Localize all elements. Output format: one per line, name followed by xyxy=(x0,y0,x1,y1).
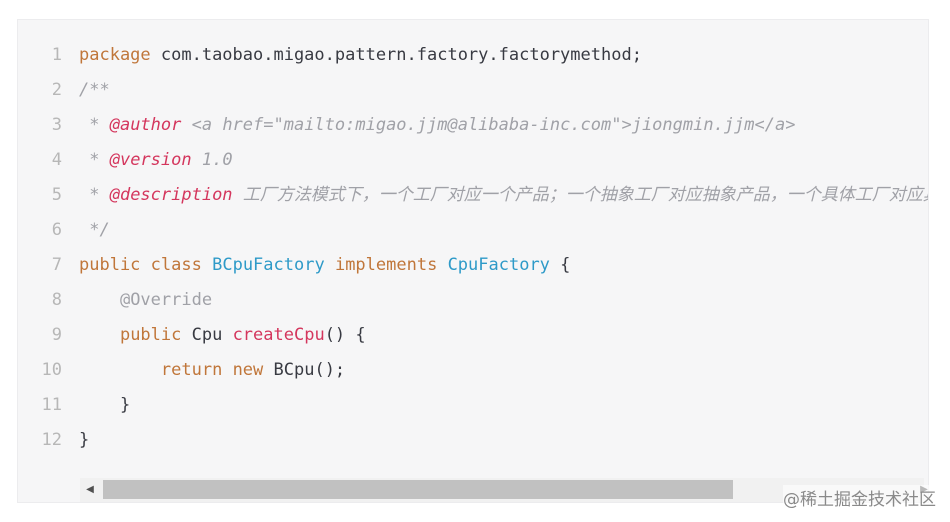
code-text: * @version 1.0 xyxy=(79,143,233,178)
code-token xyxy=(222,360,232,380)
code-line: 7 public class BCpuFactory implements Cpu… xyxy=(18,248,928,283)
scrollbar-thumb[interactable] xyxy=(103,480,733,499)
code-token: @version xyxy=(109,150,192,170)
code-token xyxy=(140,255,150,275)
code-token: return xyxy=(160,360,223,380)
code-token: BCpu(); xyxy=(263,360,346,380)
line-number: 4 xyxy=(51,150,62,170)
line-number: 5 xyxy=(51,185,62,205)
code-text: /** xyxy=(79,73,110,108)
code-token: class xyxy=(150,255,202,275)
line-number: 3 xyxy=(51,115,62,135)
line-number: 7 xyxy=(51,255,62,275)
code-text: * @author <a href="mailto:migao.jjm@alib… xyxy=(79,108,795,143)
code-token: */ xyxy=(79,220,110,240)
code-token: * xyxy=(79,115,110,135)
scroll-left-arrow-icon[interactable]: ◀ xyxy=(86,484,94,495)
line-number: 10 xyxy=(41,360,62,380)
code-token: com.taobao.migao.pattern.factory.factory… xyxy=(150,45,642,65)
code-line: 1 package com.taobao.migao.pattern.factor… xyxy=(18,38,928,73)
line-number: 6 xyxy=(51,220,62,240)
code-text: @Override xyxy=(79,283,212,318)
code-line: 10 return new BCpu(); xyxy=(18,353,928,388)
code-token: <a href="mailto:migao.jjm@alibaba-inc.co… xyxy=(181,115,796,135)
code-token xyxy=(202,255,212,275)
code-token: @author xyxy=(109,115,182,135)
code-line: 6 */ xyxy=(18,213,928,248)
code-token: { xyxy=(549,255,571,275)
code-token: public xyxy=(119,325,182,345)
line-number: 1 xyxy=(51,45,62,65)
code-block: 1 package com.taobao.migao.pattern.factor… xyxy=(17,19,929,503)
code-line: 4 * @version 1.0 xyxy=(18,143,928,178)
code-text: public class BCpuFactory implements CpuF… xyxy=(79,248,570,283)
code-token: /** xyxy=(79,80,110,100)
code-token: } xyxy=(79,395,131,415)
code-token xyxy=(325,255,335,275)
watermark: @稀土掘金技术社区 xyxy=(783,485,936,510)
line-number: 9 xyxy=(51,325,62,345)
code-text: public Cpu createCpu() { xyxy=(79,318,366,353)
code-line: 8 @Override xyxy=(18,283,928,318)
code-token: Cpu xyxy=(181,325,233,345)
code-token: createCpu xyxy=(232,325,325,345)
code-token: @description xyxy=(109,185,233,205)
line-number: 12 xyxy=(41,430,62,450)
code-line: 9 public Cpu createCpu() { xyxy=(18,318,928,353)
code-token: } xyxy=(79,430,90,450)
code-line: 12} xyxy=(18,423,928,458)
code-line: 2 /** xyxy=(18,73,928,108)
code-token: public xyxy=(79,255,141,275)
code-token: BCpuFactory xyxy=(212,255,325,275)
code-token: 1.0 xyxy=(191,150,233,170)
code-token xyxy=(437,255,447,275)
code-token: * xyxy=(79,150,110,170)
code-text: } xyxy=(79,388,130,423)
code-text: */ xyxy=(79,213,110,248)
code-line: 11 } xyxy=(18,388,928,423)
code-line: 5 * @description 工厂方法模式下，一个工厂对应一个产品；一个抽象… xyxy=(18,178,928,213)
code-token: @Override xyxy=(119,290,213,310)
line-number: 8 xyxy=(51,290,62,310)
code-line: 3 * @author <a href="mailto:migao.jjm@al… xyxy=(18,108,928,143)
code-text: } xyxy=(79,423,89,458)
code-token xyxy=(79,290,120,310)
code-token xyxy=(79,360,161,380)
code-text: * @description 工厂方法模式下，一个工厂对应一个产品；一个抽象工厂… xyxy=(79,178,929,213)
code-token xyxy=(79,325,120,345)
code-token: new xyxy=(232,360,264,380)
code-token: () { xyxy=(324,325,366,345)
code-text: package com.taobao.migao.pattern.factory… xyxy=(79,38,642,73)
code-text: return new BCpu(); xyxy=(79,353,345,388)
code-lines: 1 package com.taobao.migao.pattern.factor… xyxy=(18,38,928,458)
code-token: CpuFactory xyxy=(447,255,550,275)
line-number: 11 xyxy=(41,395,62,415)
line-number: 2 xyxy=(51,80,62,100)
code-token: 工厂方法模式下，一个工厂对应一个产品；一个抽象工厂对应抽象产品，一个具体工厂对应… xyxy=(232,185,929,205)
code-token: implements xyxy=(334,255,438,275)
code-token: package xyxy=(79,45,151,65)
code-token: * xyxy=(79,185,110,205)
